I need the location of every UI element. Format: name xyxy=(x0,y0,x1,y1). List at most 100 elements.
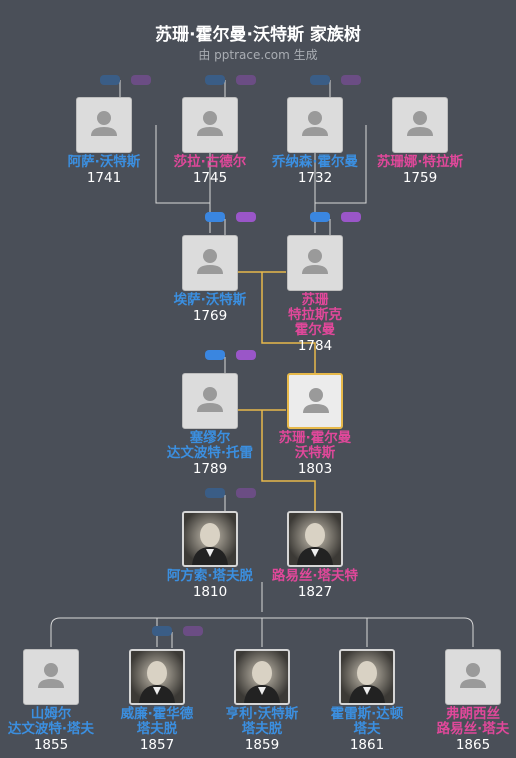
highlight-p5-p6-to-p8 xyxy=(261,272,316,373)
person-portrait[interactable] xyxy=(339,649,395,705)
portrait-photo-icon xyxy=(184,513,236,565)
person-portrait[interactable] xyxy=(129,649,185,705)
person-birth-year: 1855 xyxy=(33,737,69,753)
person-avatar-placeholder[interactable] xyxy=(287,97,343,153)
couple-badge-male[interactable] xyxy=(100,75,120,85)
portrait-photo-icon xyxy=(236,651,288,703)
highlight-p7-p8-to-p10 xyxy=(261,410,316,511)
portrait-photo-icon xyxy=(289,513,341,565)
person-name[interactable]: 阿萨·沃特斯 xyxy=(44,155,164,170)
person-silhouette-icon xyxy=(303,388,329,413)
couple-badge-male[interactable] xyxy=(310,75,330,85)
person-birth-year: 1784 xyxy=(297,338,333,354)
person-name[interactable]: 阿方索·塔夫脱 xyxy=(150,569,270,584)
person-birth-year: 1861 xyxy=(349,737,385,753)
person-name-line: 路易丝·塔夫 xyxy=(436,721,510,737)
person-name-line: 阿方索·塔夫脱 xyxy=(166,568,254,584)
couple-badge-male[interactable] xyxy=(205,488,225,498)
person-name[interactable]: 苏珊特拉斯克霍尔曼 xyxy=(255,293,375,338)
person-silhouette-icon xyxy=(407,111,433,136)
page-title: 苏珊·霍尔曼·沃特斯 家族树 xyxy=(155,25,361,45)
person-name-line: 乔纳森·霍尔曼 xyxy=(271,154,359,170)
person-name[interactable]: 乔纳森·霍尔曼 xyxy=(255,155,375,170)
person-name-line: 弗朗西丝 xyxy=(446,706,500,722)
person-silhouette-icon xyxy=(460,663,486,688)
person-avatar-placeholder[interactable] xyxy=(445,649,501,705)
couple-badge-female[interactable] xyxy=(236,212,256,222)
person-name[interactable]: 弗朗西丝路易丝·塔夫 xyxy=(413,707,516,737)
person-birth-year: 1803 xyxy=(297,461,333,477)
couple-badge-female[interactable] xyxy=(236,75,256,85)
couple-badge-female[interactable] xyxy=(341,212,361,222)
couple-badge-male[interactable] xyxy=(205,350,225,360)
person-name[interactable]: 苏珊娜·特拉斯 xyxy=(360,155,480,170)
person-birth-year: 1859 xyxy=(244,737,280,753)
person-birth-year: 1810 xyxy=(192,584,228,600)
person-portrait[interactable] xyxy=(182,511,238,567)
couple-badge-female[interactable] xyxy=(131,75,151,85)
person-birth-year: 1732 xyxy=(297,170,333,186)
couple-badge-male[interactable] xyxy=(310,212,330,222)
person-silhouette-icon xyxy=(197,111,223,136)
person-name[interactable]: 亨利·沃特斯塔夫脱 xyxy=(202,707,322,737)
person-avatar-placeholder[interactable] xyxy=(23,649,79,705)
person-birth-year: 1865 xyxy=(455,737,491,753)
person-name-line: 埃萨·沃特斯 xyxy=(173,292,247,308)
person-name[interactable]: 山姆尔达文波特·塔夫 xyxy=(0,707,111,737)
person-avatar-placeholder[interactable] xyxy=(287,235,343,291)
person-avatar-placeholder[interactable] xyxy=(182,373,238,429)
person-name[interactable]: 塞缪尔达文波特·托雷 xyxy=(150,431,270,461)
person-birth-year: 1769 xyxy=(192,308,228,324)
person-name[interactable]: 埃萨·沃特斯 xyxy=(150,293,270,308)
page-subtitle: 由 pptrace.com 生成 xyxy=(198,48,318,62)
person-name-line: 莎拉·古德尔 xyxy=(173,154,247,170)
person-birth-year: 1857 xyxy=(139,737,175,753)
person-name[interactable]: 路易丝·塔夫特 xyxy=(255,569,375,584)
person-name[interactable]: 威廉·霍华德塔夫脱 xyxy=(97,707,217,737)
person-silhouette-icon xyxy=(197,387,223,412)
person-name-line: 苏珊 xyxy=(301,292,329,308)
person-silhouette-icon xyxy=(38,663,64,688)
person-portrait[interactable] xyxy=(234,649,290,705)
person-name-line: 阿萨·沃特斯 xyxy=(67,154,141,170)
couple-badge-female[interactable] xyxy=(236,350,256,360)
couple-badge-male[interactable] xyxy=(205,212,225,222)
person-name[interactable]: 霍雷斯·达顿塔夫 xyxy=(307,707,427,737)
person-name-line: 塔夫脱 xyxy=(136,721,178,737)
person-name-line: 塔夫 xyxy=(353,721,381,737)
person-avatar-placeholder[interactable] xyxy=(287,373,343,429)
person-silhouette-icon xyxy=(302,249,328,274)
person-name[interactable]: 莎拉·古德尔 xyxy=(150,155,270,170)
person-avatar-placeholder[interactable] xyxy=(392,97,448,153)
person-avatar-placeholder[interactable] xyxy=(182,97,238,153)
person-birth-year: 1745 xyxy=(192,170,228,186)
person-avatar-placeholder[interactable] xyxy=(182,235,238,291)
couple-badge-female[interactable] xyxy=(183,626,203,636)
couple-badge-male[interactable] xyxy=(205,75,225,85)
person-name-line: 威廉·霍华德 xyxy=(120,706,194,722)
person-portrait[interactable] xyxy=(287,511,343,567)
person-name-line: 苏珊·霍尔曼 xyxy=(278,430,352,446)
person-name[interactable]: 苏珊·霍尔曼沃特斯 xyxy=(255,431,375,461)
couple-badge-female[interactable] xyxy=(236,488,256,498)
person-name-line: 霍尔曼 xyxy=(294,322,336,338)
couple-badge-male[interactable] xyxy=(152,626,172,636)
person-avatar-placeholder[interactable] xyxy=(76,97,132,153)
couple-badge-female[interactable] xyxy=(341,75,361,85)
person-birth-year: 1789 xyxy=(192,461,228,477)
